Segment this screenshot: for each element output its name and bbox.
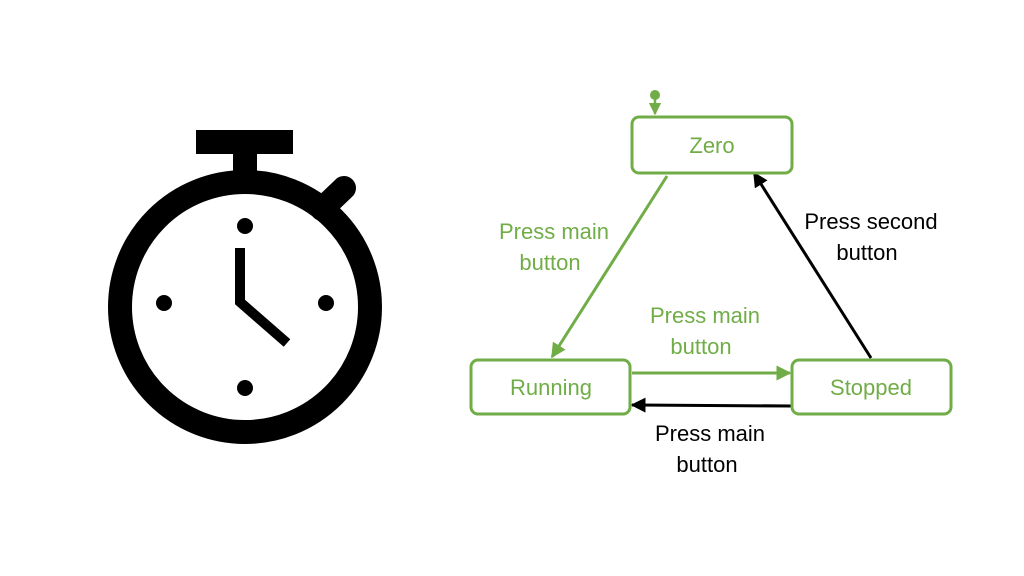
marker-3: [318, 295, 334, 311]
stopwatch-dial: [108, 170, 382, 444]
state-running-label: Running: [510, 375, 592, 400]
state-stopped: Stopped: [790, 358, 953, 416]
state-stopped-label: Stopped: [830, 375, 912, 400]
label-running-to-stopped-line1: Press main: [650, 303, 760, 328]
initial-state-marker: [648, 90, 662, 116]
label-stopped-to-running-line1: Press main: [655, 421, 765, 446]
label-stopped-to-zero: Press second button: [804, 209, 937, 265]
label-stopped-to-running-line2: button: [676, 452, 737, 477]
marker-12: [237, 218, 253, 234]
edge-stopped-to-running: [630, 397, 793, 413]
state-running: Running: [469, 358, 632, 416]
state-zero-label: Zero: [689, 133, 734, 158]
edge-stopped-to-zero: [752, 171, 873, 359]
edge-zero-to-running: [550, 175, 669, 359]
label-zero-to-running-line2: button: [519, 250, 580, 275]
label-running-to-stopped-line2: button: [670, 334, 731, 359]
label-zero-to-running-line1: Press main: [499, 219, 609, 244]
marker-6: [237, 380, 253, 396]
label-stopped-to-zero-line1: Press second: [804, 209, 937, 234]
marker-9: [156, 295, 172, 311]
label-stopped-to-zero-line2: button: [836, 240, 897, 265]
label-running-to-stopped: Press main button: [650, 303, 760, 359]
state-zero: Zero: [630, 115, 794, 175]
clock-hands: [235, 248, 291, 347]
label-zero-to-running: Press main button: [499, 219, 609, 275]
label-stopped-to-running: Press main button: [655, 421, 765, 477]
